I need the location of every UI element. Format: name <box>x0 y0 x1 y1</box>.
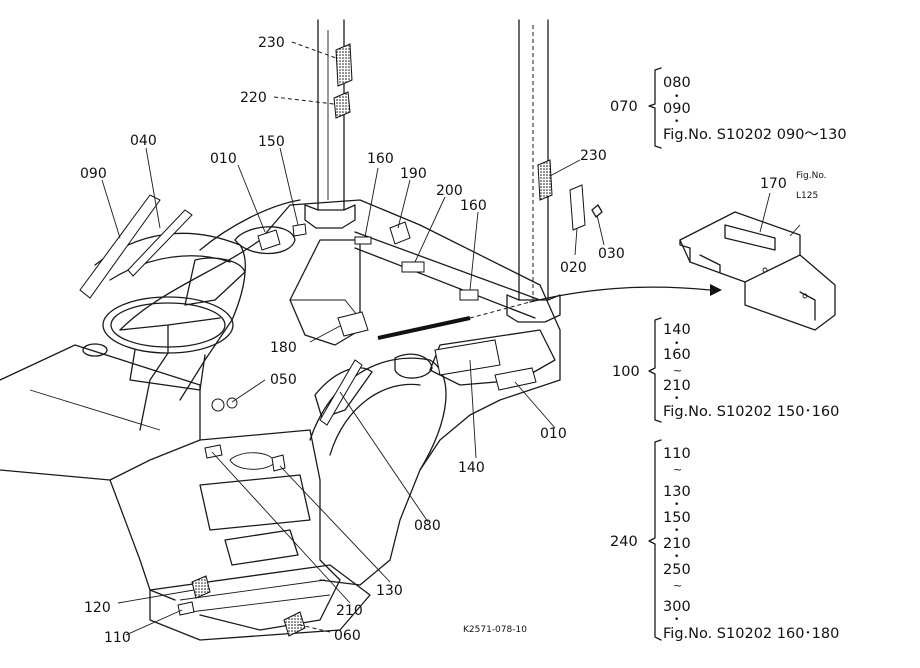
rear-body <box>119 199 561 471</box>
decal-120 <box>191 575 211 599</box>
group-240-item-4: 210 <box>663 536 691 552</box>
callout-220: 220 <box>240 90 267 106</box>
group-240-key: 240 <box>610 534 638 550</box>
group-100-item-4: Fig.No. S10202 150･160 <box>663 404 839 420</box>
left-fender <box>94 232 246 401</box>
group-100-sep-1: • <box>674 339 679 349</box>
decal-210 <box>204 444 223 459</box>
decal-200 <box>401 261 425 273</box>
group-070-item-2: 090 <box>663 101 691 117</box>
decal-160-right <box>459 289 479 301</box>
callout-160-right: 160 <box>460 198 487 214</box>
callout-060: 060 <box>334 628 361 644</box>
callout-120: 120 <box>84 600 111 616</box>
group-070-sep-2: • <box>674 117 679 127</box>
group-240-sep-6: • <box>674 615 679 625</box>
callout-230-right: 230 <box>580 148 607 164</box>
callout-150: 150 <box>258 134 285 150</box>
decal-140 <box>434 339 501 376</box>
group-240-sep-1: ~ <box>673 463 682 476</box>
callout-110: 110 <box>104 630 131 646</box>
group-240-item-6: 300 <box>663 599 691 615</box>
decal-020 <box>569 184 586 231</box>
callout-230-top: 230 <box>258 35 285 51</box>
callout-020: 020 <box>560 260 587 276</box>
callout-090: 090 <box>80 166 107 182</box>
decal-080 <box>319 359 363 426</box>
group-100-item-2: 160 <box>663 347 691 363</box>
group-100-sep-3: • <box>674 394 679 404</box>
callout-210: 210 <box>336 603 363 619</box>
decal-180 <box>337 311 369 337</box>
group-070-item-3: Fig.No. S10202 090～130 <box>663 127 847 143</box>
callout-170: 170 <box>760 176 787 192</box>
group-100-item-3: 210 <box>663 378 691 394</box>
decal-150 <box>292 223 307 237</box>
right-fender <box>309 357 447 586</box>
group-070-sep-1: • <box>674 92 679 102</box>
hood <box>0 344 201 601</box>
decal-010-right <box>494 367 537 391</box>
callout-010-left: 010 <box>210 151 237 167</box>
callout-130: 130 <box>376 583 403 599</box>
group-240-item-5: 250 <box>663 562 691 578</box>
callout-080: 080 <box>414 518 441 534</box>
detail-bracket <box>679 211 836 331</box>
group-100-sep-2: ~ <box>673 364 682 377</box>
callout-050: 050 <box>270 372 297 388</box>
detail-arrow <box>377 284 722 340</box>
decal-220 <box>333 91 351 119</box>
callout-040: 040 <box>130 133 157 149</box>
bolt-030 <box>591 204 603 218</box>
decal-010-left <box>257 229 281 251</box>
decal-130 <box>271 454 286 472</box>
group-240-sep-2: • <box>674 500 679 510</box>
group-100-key: 100 <box>612 364 640 380</box>
group-240-sep-5: ~ <box>673 579 682 592</box>
decal-230-right <box>537 159 553 201</box>
decal-090 <box>79 194 161 299</box>
group-240-item-2: 130 <box>663 484 691 500</box>
callout-160-left: 160 <box>367 151 394 167</box>
group-070: 070 080 • 090 • Fig.No. S10202 090～130 <box>610 67 847 149</box>
decal-160-left <box>354 236 372 245</box>
group-240-item-1: 110 <box>663 446 691 462</box>
decal-110 <box>177 601 195 616</box>
group-240-sep-3: • <box>674 526 679 536</box>
group-070-key: 070 <box>610 99 638 115</box>
callout-190: 190 <box>400 166 427 182</box>
callout-010-right: 010 <box>540 426 567 442</box>
decal-060 <box>283 611 306 637</box>
group-240: 240 110 ~ 130 • 150 • 210 • 250 ~ 300 • … <box>610 439 839 642</box>
decal-040 <box>127 209 193 277</box>
washer-050 <box>211 398 225 412</box>
fig-ref-line1: Fig.No. <box>796 171 827 181</box>
callout-200: 200 <box>436 183 463 199</box>
drawing-code: K2571-078-10 <box>463 625 527 635</box>
decal-190 <box>389 221 411 245</box>
group-240-sep-4: • <box>674 552 679 562</box>
decal-230-upper <box>335 43 353 87</box>
group-240-item-7: Fig.No. S10202 160･180 <box>663 626 839 642</box>
group-100-item-1: 140 <box>663 322 691 338</box>
leader-lines <box>101 41 801 636</box>
callout-030: 030 <box>598 246 625 262</box>
floor-step <box>149 429 371 641</box>
callout-140: 140 <box>458 460 485 476</box>
callout-180: 180 <box>270 340 297 356</box>
rops-right-post <box>506 19 561 323</box>
callout-labels: 230 220 040 090 010 150 160 190 200 160 … <box>80 35 827 646</box>
group-070-item-1: 080 <box>663 75 691 91</box>
decals <box>79 43 603 637</box>
fig-ref-line2: L125 <box>796 191 818 201</box>
group-100: 100 140 • 160 ~ 210 • Fig.No. S10202 150… <box>612 317 839 423</box>
steering-wheel <box>82 296 234 431</box>
group-240-item-3: 150 <box>663 510 691 526</box>
